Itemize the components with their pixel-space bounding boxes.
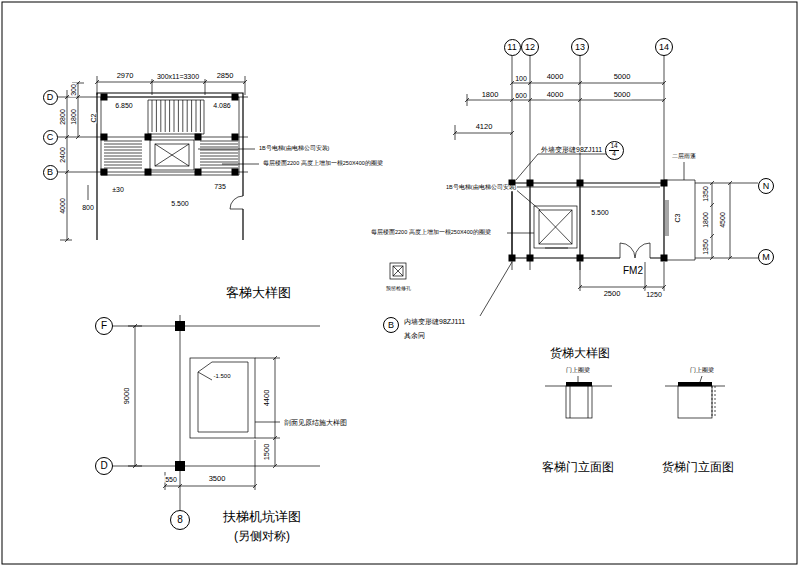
axis-bubble: 13 xyxy=(571,38,589,56)
axis-label: B xyxy=(387,321,395,330)
dimension: 100 xyxy=(514,75,528,82)
axis-bubble: N xyxy=(758,178,774,194)
dimension: 1800 xyxy=(70,108,77,126)
escalator-pit xyxy=(113,315,320,510)
axis-bubble: B xyxy=(383,317,399,333)
axis-bubble: D xyxy=(95,457,113,475)
view-subtitle: (另侧对称) xyxy=(233,530,291,542)
dimension: 735 xyxy=(213,183,227,190)
door-code: FM2 xyxy=(622,266,644,276)
dimension: 5000 xyxy=(613,91,632,99)
axis-bubble: 14 xyxy=(655,38,673,56)
dimension: 4000 xyxy=(546,73,565,81)
axis-bubble: 8 xyxy=(170,510,190,530)
column xyxy=(509,180,668,262)
dimension: 3500 xyxy=(208,475,227,483)
dimension: 2850 xyxy=(216,72,235,80)
dimension: 550 xyxy=(164,476,178,483)
dimension: 2500 xyxy=(603,290,622,298)
axis-label: 13 xyxy=(574,43,586,52)
note: 其余同 xyxy=(403,332,426,339)
dimension: 2970 xyxy=(116,72,135,80)
dimension: 1250 xyxy=(645,291,663,298)
note: 每层楼面2200 高度上增加一根250X400的圈梁 xyxy=(262,161,384,167)
note: 每层楼面2200 高度上增加一根250X400的圈梁 xyxy=(370,230,492,236)
view-title: 客梯大样图 xyxy=(225,286,292,299)
axis-bubble: D xyxy=(43,90,58,105)
elevation-mark: -1.500 xyxy=(212,373,231,379)
window-code: C2 xyxy=(90,113,97,124)
column xyxy=(101,94,239,176)
axis-label: 4 xyxy=(611,151,617,158)
note: 1B号电梯(由电梯公司安装) xyxy=(258,146,330,152)
elevation-mark: 6.850 xyxy=(114,102,134,109)
axis-label: D xyxy=(46,93,55,102)
elevation-mark: ±30 xyxy=(111,186,125,193)
dimension: 2400 xyxy=(59,146,66,164)
axis-bubble: 144 xyxy=(605,141,624,160)
note: 二层雨蓬 xyxy=(671,153,697,159)
note: 1B号电梯(由电梯公司安装) xyxy=(445,185,517,191)
axis-bubble: M xyxy=(758,249,774,265)
note: 内墙变形缝98ZJ111 xyxy=(403,318,466,325)
axis-label: 14 xyxy=(609,143,618,151)
axis-label: M xyxy=(761,253,771,262)
dimension: 4000 xyxy=(546,91,565,99)
dimension: 1800 xyxy=(481,91,500,99)
elevation-mark: 4.086 xyxy=(212,102,232,109)
note: 剖面见原结施大样图 xyxy=(283,419,348,426)
axis-label: 12 xyxy=(524,43,536,52)
elevation-mark: 5.500 xyxy=(170,200,190,207)
dimension: 300x11=3300 xyxy=(156,73,200,80)
dimension: 4500 xyxy=(719,211,726,229)
dimension: 1350 xyxy=(702,238,709,256)
lintel xyxy=(566,382,712,386)
axis-label: D xyxy=(99,461,108,471)
view-title: 扶梯机坑详图 xyxy=(222,510,302,523)
goods-lift-plan xyxy=(390,55,758,316)
dimension: 2800 xyxy=(59,108,66,126)
dimension: 4400 xyxy=(263,389,271,408)
dimension: 4000 xyxy=(59,197,66,215)
dimension: 1500 xyxy=(263,443,271,462)
window-code: C3 xyxy=(674,213,681,224)
note: 预留检修孔 xyxy=(385,286,412,291)
note: 外墙变形缝98ZJ111 xyxy=(540,146,603,153)
axis-bubble: F xyxy=(95,317,113,335)
axis-label: 11 xyxy=(506,43,517,52)
dimension: 5000 xyxy=(613,73,632,81)
dimension: 800 xyxy=(81,204,95,211)
column xyxy=(175,321,185,471)
axis-bubble: B xyxy=(43,165,58,180)
view-title: 客梯门立面图 xyxy=(541,461,615,473)
note: 门上圈梁 xyxy=(565,368,591,374)
dimension: 1350 xyxy=(702,185,709,203)
view-title: 货梯大样图 xyxy=(549,347,611,359)
note: 门上圈梁 xyxy=(689,368,715,374)
dimension: 300 xyxy=(70,83,77,97)
axis-bubble: 11 xyxy=(504,39,521,56)
dimension: 9000 xyxy=(123,387,131,406)
elevation-mark: 5.500 xyxy=(590,209,610,216)
dimension: 1800 xyxy=(702,211,709,229)
passenger-lift-plan xyxy=(57,76,259,242)
axis-bubble: C xyxy=(43,130,58,145)
axis-label: 14 xyxy=(658,43,670,52)
axis-label: 8 xyxy=(176,515,184,525)
dimension: 4120 xyxy=(475,123,494,131)
axis-label: C xyxy=(46,133,55,142)
axis-label: N xyxy=(762,182,771,191)
dimension: 600 xyxy=(514,92,528,99)
door-elevation xyxy=(545,376,725,418)
axis-label: F xyxy=(100,321,108,331)
view-title: 货梯门立面图 xyxy=(661,461,735,473)
axis-bubble: 12 xyxy=(521,38,539,56)
axis-label: B xyxy=(46,168,54,177)
